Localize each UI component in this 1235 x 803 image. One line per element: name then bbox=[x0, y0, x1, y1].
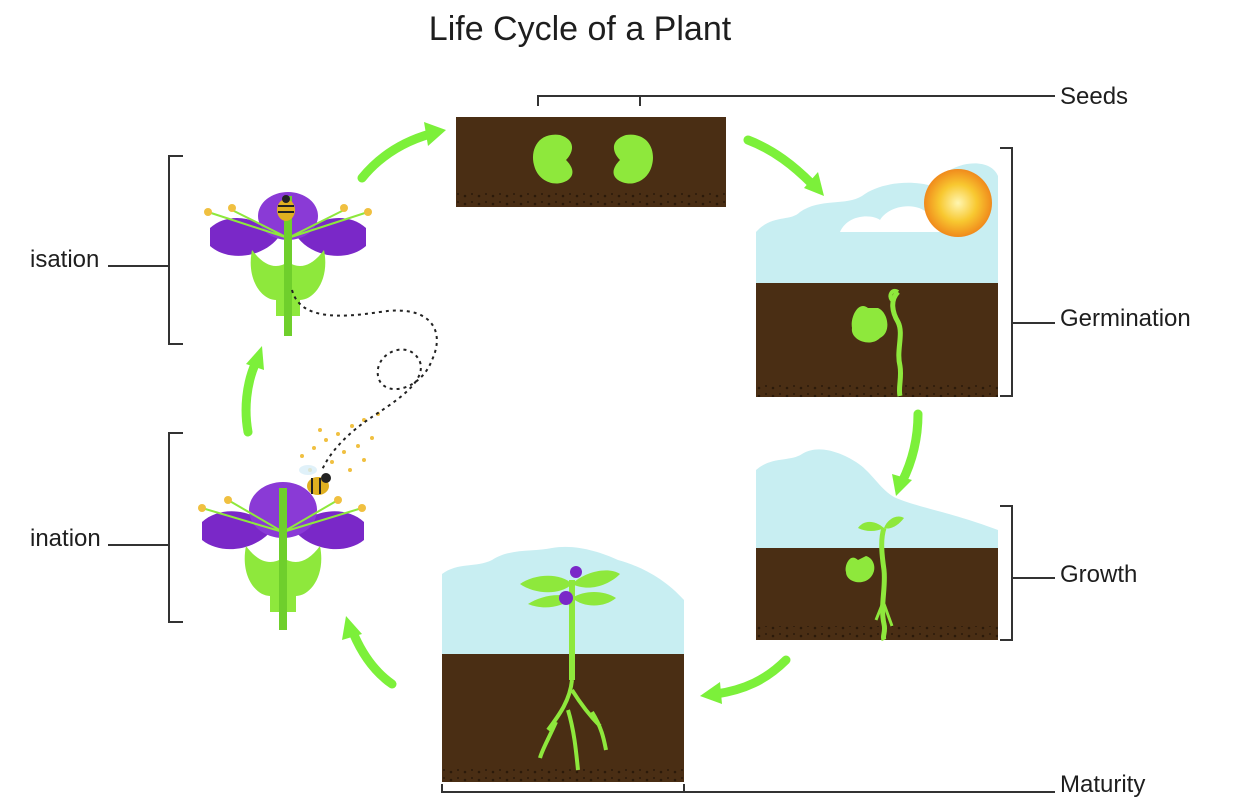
label-pollination: ination bbox=[30, 525, 101, 552]
pollination-bracket bbox=[108, 433, 183, 622]
page-title: Life Cycle of a Plant bbox=[429, 10, 732, 48]
label-growth: Growth bbox=[1060, 561, 1137, 588]
fertilisation-bracket bbox=[108, 156, 183, 344]
pollen-dots bbox=[300, 412, 380, 472]
label-seeds: Seeds bbox=[1060, 83, 1128, 110]
arrow-to-pollination bbox=[352, 630, 392, 684]
pollination-flower bbox=[198, 412, 380, 630]
growth-panel bbox=[756, 449, 998, 640]
arrow-to-fertilisation bbox=[246, 362, 256, 432]
small-flower-icon bbox=[570, 566, 582, 578]
label-germination: Germination bbox=[1060, 305, 1191, 332]
label-maturity: Maturity bbox=[1060, 771, 1145, 798]
label-fertilisation: isation bbox=[30, 246, 99, 273]
seeds-leader-line bbox=[538, 96, 1055, 106]
arrow-to-maturity bbox=[716, 660, 786, 694]
growth-bracket bbox=[1000, 506, 1055, 640]
germination-bracket bbox=[1000, 148, 1055, 396]
arrow-to-growth bbox=[902, 414, 918, 482]
maturity-leader-line bbox=[442, 784, 1055, 792]
maturity-panel bbox=[442, 547, 684, 782]
seeds-panel bbox=[456, 117, 726, 207]
sun-icon bbox=[924, 169, 992, 237]
bee-flight-path bbox=[292, 290, 437, 470]
arrow-to-germination bbox=[748, 140, 812, 184]
fertilisation-flower bbox=[204, 192, 372, 336]
germination-panel bbox=[756, 163, 998, 397]
arrow-to-seeds bbox=[362, 134, 430, 178]
